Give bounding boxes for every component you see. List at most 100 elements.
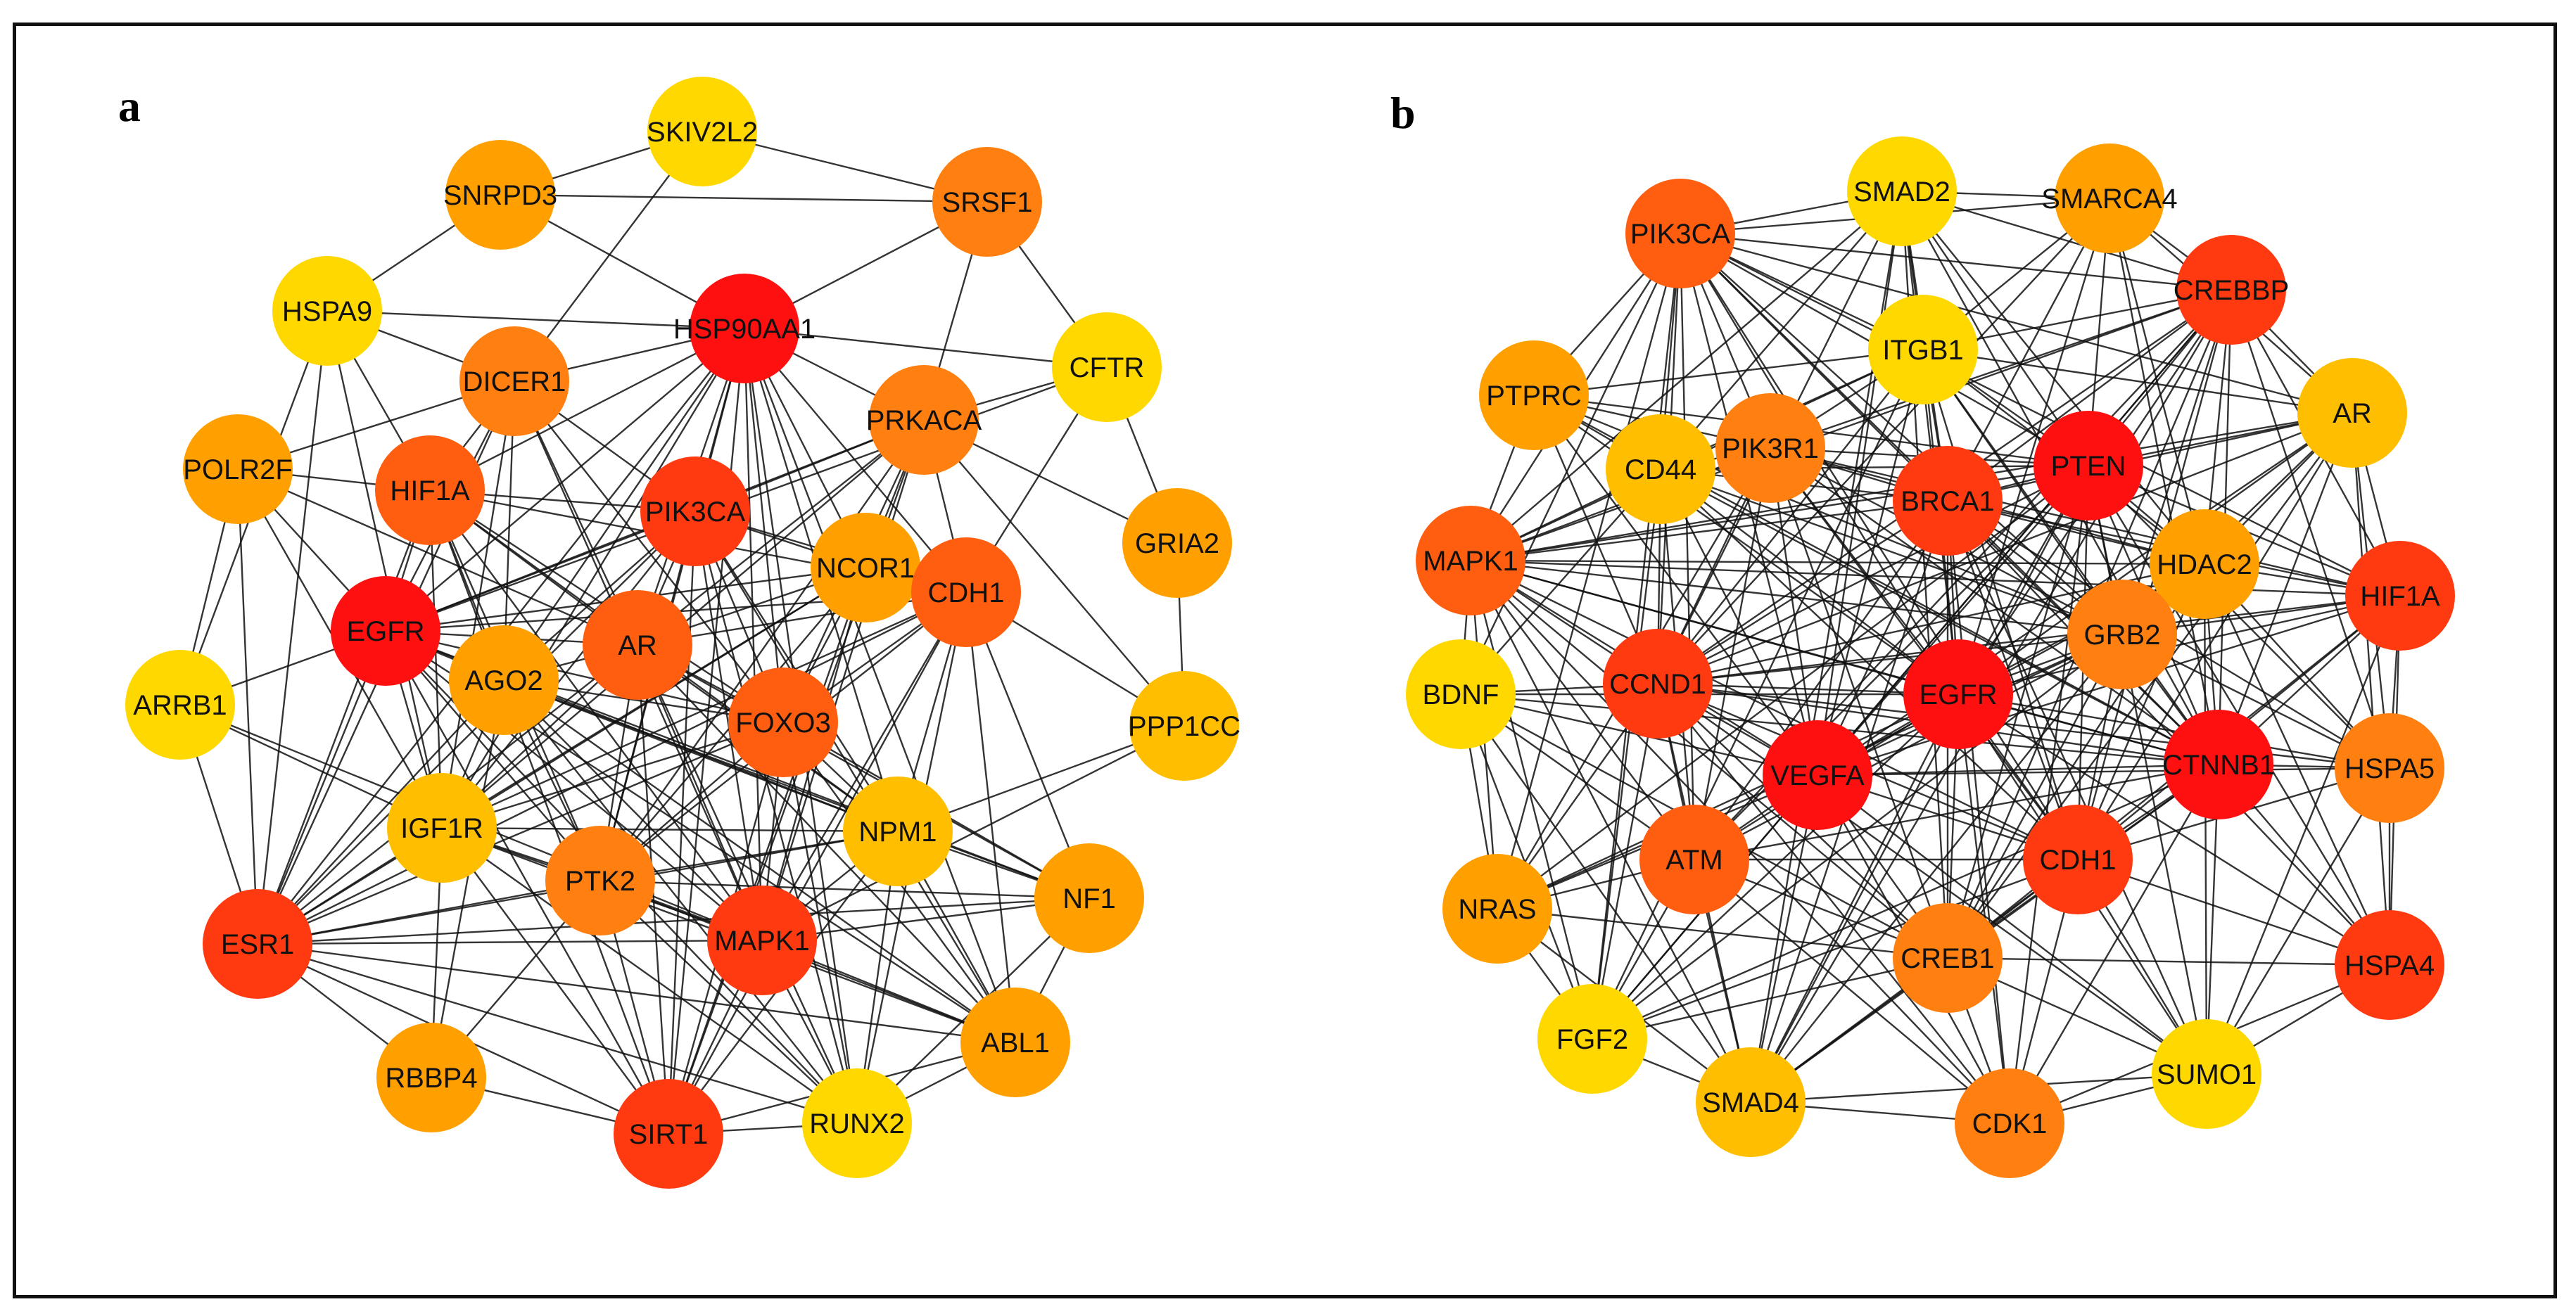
node-label: AR [2333,398,2372,429]
node-b-mapk1: MAPK1 [1416,506,1525,615]
edge-a-ptk2-runx2 [599,880,858,1124]
node-label: ABL1 [981,1028,1050,1059]
node-a-abl1: ABL1 [960,988,1070,1097]
node-b-ptprc: PTPRC [1479,340,1589,450]
edge-a-polr2f-ar [237,468,638,646]
edge-b-brca1-cdk1 [1946,500,2011,1124]
node-label: SRSF1 [942,187,1033,218]
node-circle [2023,805,2133,914]
edge-a-hsp90aa1-abl1 [743,328,1017,1043]
edge-b-pten-hspa5 [2088,465,2390,769]
edge-a-egfr-ptk2 [385,630,601,881]
node-label: BRCA1 [1901,486,1994,517]
node-label: EGFR [346,616,424,647]
node-circle [1034,843,1144,953]
edge-a-ar-nf1 [637,644,1090,900]
node-circle [932,147,1042,257]
edge-a-cdh1-mapk1 [761,592,967,941]
node-label: SMARCA4 [2041,184,2177,215]
node-a-gria2: GRIA2 [1122,488,1232,598]
edge-b-mapk1-smad4 [1469,560,1752,1103]
edge-b-atm-cdk1 [1694,859,2010,1124]
node-a-ar: AR [583,590,692,700]
edge-b-pik3ca-hif1a [1680,232,2401,597]
node-a-esr1: ESR1 [203,889,312,999]
edge-b-pik3r1-vegfa [1769,447,1819,776]
node-circle [1893,446,2003,556]
node-circle [2033,411,2143,520]
edge-a-egfr-foxo3 [385,630,784,724]
node-label: HSPA4 [2345,950,2435,981]
edge-b-pik3ca-ar [1680,232,2353,414]
edge-b-egfr-hspa4 [1958,693,2390,966]
node-label: BDNF [1423,679,1499,710]
node-b-atm: ATM [1639,805,1749,914]
node-label: HDAC2 [2157,549,2252,580]
edge-a-pik3ca-abl1 [694,511,1017,1043]
edge-b-mapk1-atm [1470,560,1695,860]
node-circle [1052,312,1162,422]
node-circle [640,456,750,566]
edge-a-ago2-nf1 [503,679,1090,900]
edge-b-hdac2-sumo1 [2203,563,2208,1075]
node-a-prkaca: PRKACA [866,365,982,475]
node-label: CREBBP [2174,275,2290,306]
node-label: SKIV2L2 [647,117,758,148]
node-label: ESR1 [221,929,295,960]
edge-a-hsp90aa1-mapk1 [743,328,763,941]
node-label: SMAD2 [1853,177,1950,207]
edge-b-hspa5-sumo1 [2205,767,2391,1075]
node-label: CDK1 [1972,1109,2048,1139]
panel-a-letter: a [118,81,141,131]
node-b-cdk1: CDK1 [1955,1068,2064,1178]
node-circle [2176,235,2286,345]
edge-a-esr1-runx2 [257,943,858,1125]
node-b-vegfa: VEGFA [1763,720,1872,830]
edge-b-mapk1-hdac2 [1470,559,2205,566]
node-a-foxo3: FOXO3 [728,667,838,777]
node-circle [647,77,757,186]
node-b-pik3r1: PIK3R1 [1715,393,1825,503]
node-circle [2335,910,2444,1020]
node-label: MAPK1 [714,926,810,957]
edge-a-ar-cdh1 [637,591,967,646]
edge-a-egfr-mapk1 [385,630,763,941]
edge-b-pik3ca-grb2 [1680,233,2123,635]
edge-b-brca1-atm [1694,500,1948,860]
node-label: AR [618,630,657,661]
edge-a-hif1a-esr1 [256,490,431,945]
node-label: DICER1 [463,366,566,397]
edge-a-foxo3-runx2 [782,722,858,1124]
node-a-runx2: RUNX2 [802,1068,912,1178]
node-a-pik3ca: PIK3CA [640,456,750,566]
node-a-dicer1: DICER1 [459,326,569,436]
node-label: RUNX2 [809,1109,905,1139]
node-circle [1442,854,1552,964]
edge-b-ar-creb1 [1947,412,2353,959]
node-label: IGF1R [400,813,483,844]
node-circle [2055,143,2164,253]
node-a-ppp1cc: PPP1CC [1128,671,1241,781]
node-label: CTNNB1 [2162,750,2275,781]
edge-b-ar-hspa4 [2351,412,2391,966]
node-a-cftr: CFTR [1052,312,1162,422]
node-label: NF1 [1062,883,1116,914]
edge-a-igf1r-runx2 [441,827,858,1124]
edge-a-polr2f-esr1 [236,468,259,945]
edge-a-ncor1-sirt1 [667,567,867,1135]
edge-b-brca1-sumo1 [1946,500,2208,1075]
edge-a-prkaca-ptk2 [599,419,925,881]
node-label: CD44 [1625,454,1696,485]
edge-a-ago2-mapk1 [503,679,763,941]
node-label: SMAD4 [1702,1087,1799,1118]
edge-a-ptk2-nf1 [599,879,1090,900]
node-a-skiv2l2: SKIV2L2 [647,77,758,186]
node-circle [1893,903,2003,1013]
edge-b-pten-vegfa [1817,465,2089,776]
edge-b-smarca4-ccnd1 [1657,198,2110,684]
node-a-egfr: EGFR [331,576,440,686]
edge-a-snrpd3-srsf1 [500,193,988,203]
edge-b-pik3r1-creb1 [1769,447,1949,959]
node-b-sumo1: SUMO1 [2152,1019,2261,1129]
edge-a-egfr-sirt1 [384,630,670,1135]
